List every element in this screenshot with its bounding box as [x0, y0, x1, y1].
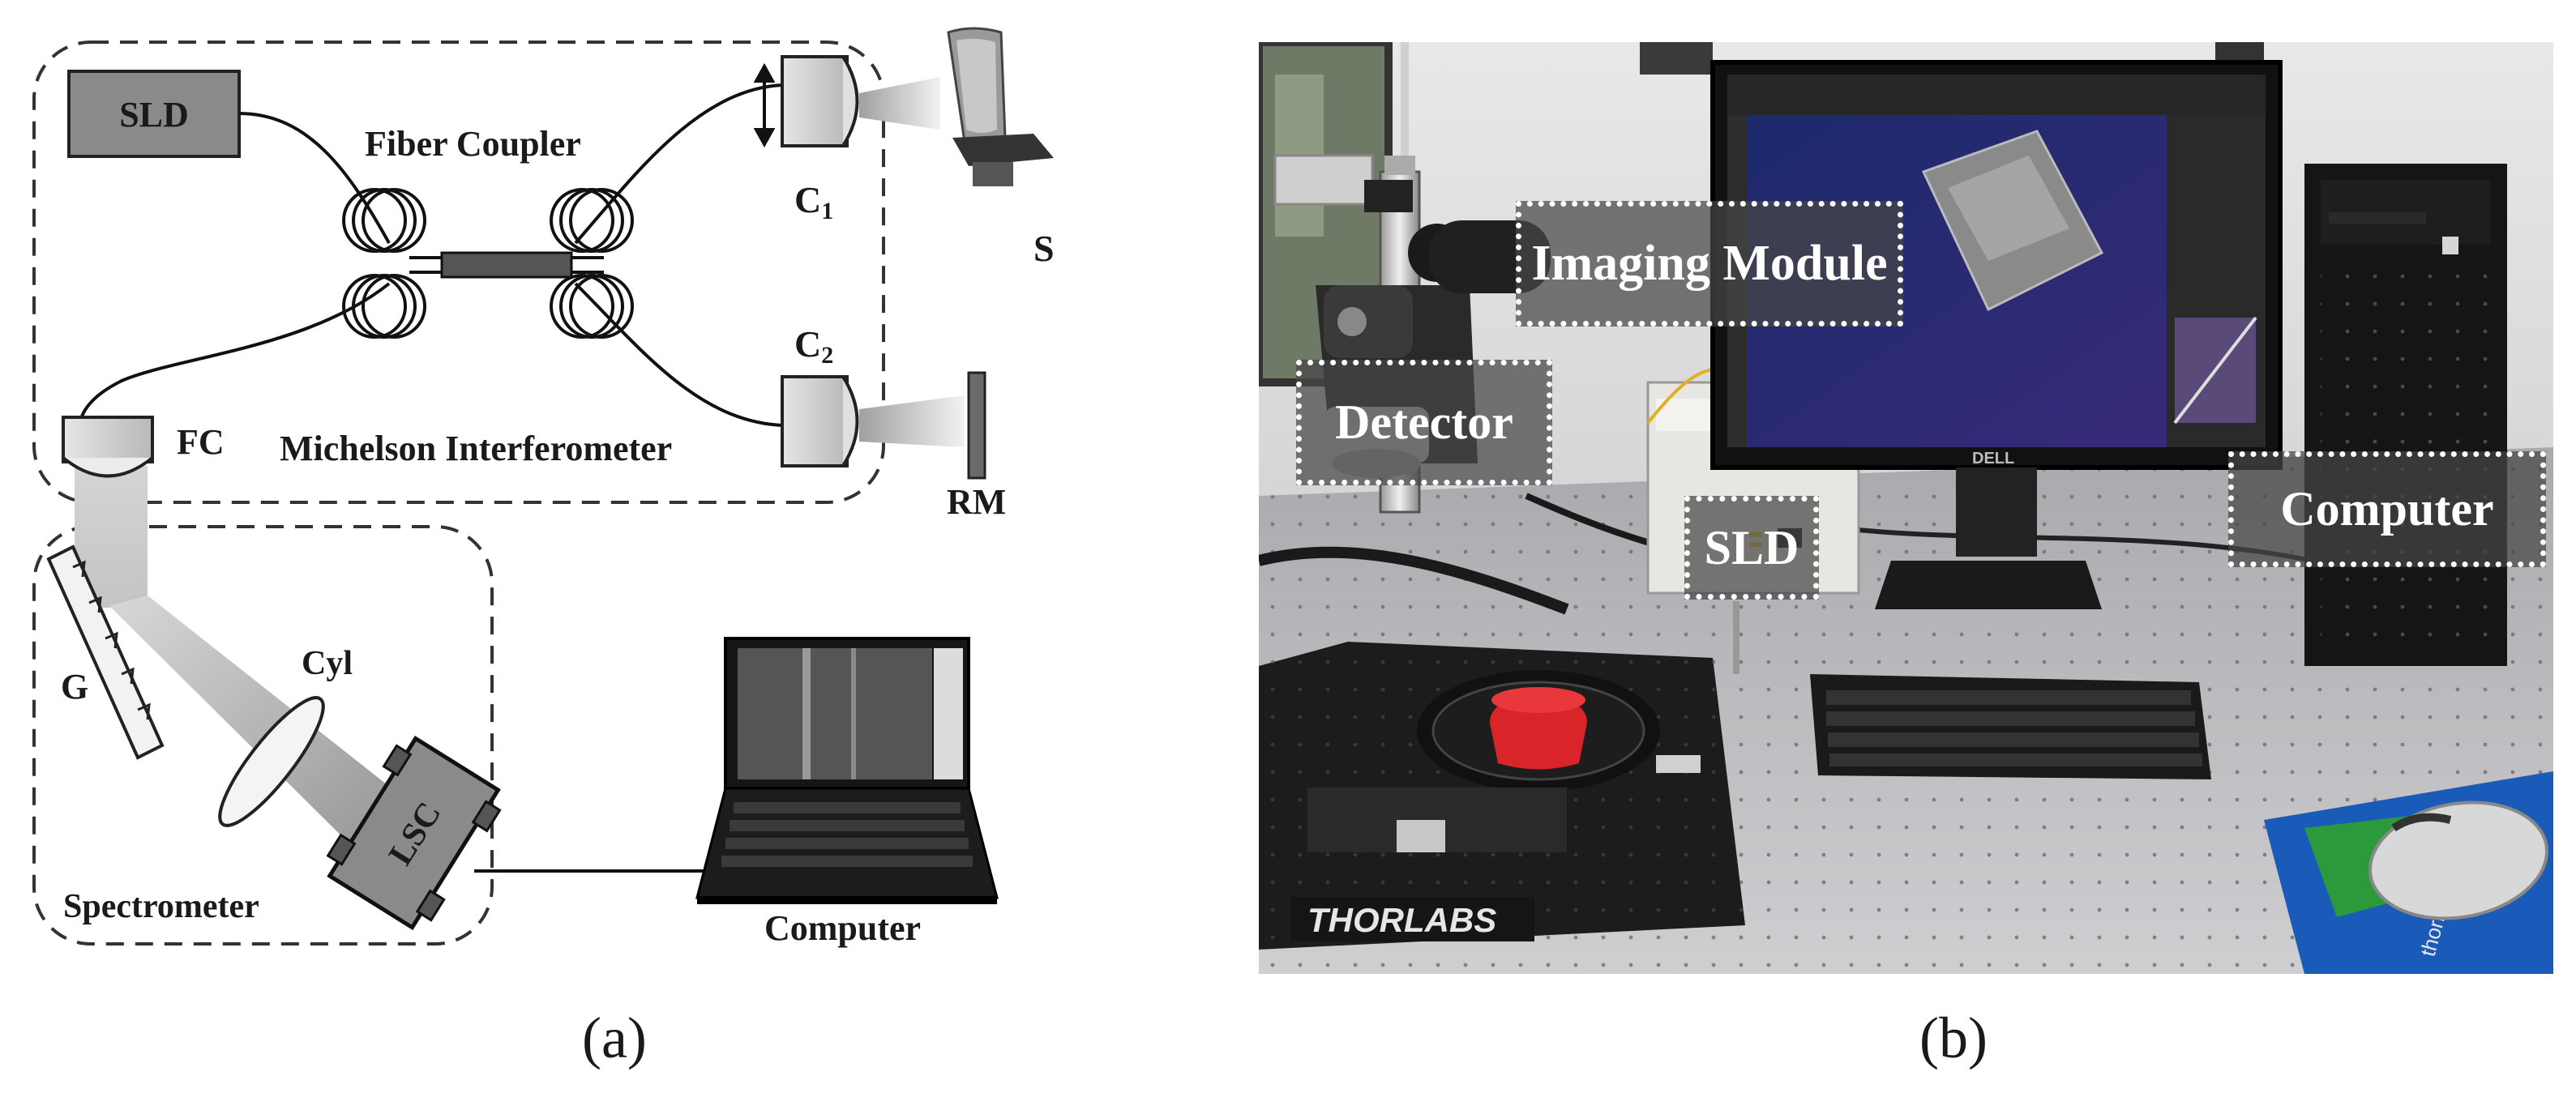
sld-label: SLD [119, 95, 189, 134]
grating-label: G [61, 667, 88, 707]
spectrometer-box [32, 525, 494, 946]
sample-label: S [1033, 228, 1054, 269]
grating [46, 544, 165, 760]
cylindrical-lens [218, 696, 325, 827]
computer-label-b: Computer [2228, 451, 2546, 567]
laptop-computer [695, 637, 999, 904]
setup-photo: THORLABS DELL [1259, 42, 2553, 974]
michelson-box [32, 41, 885, 504]
schematic-diagram: SLD Fiber Coupler [32, 27, 1054, 948]
imaging-module-label: Imaging Module [1516, 201, 1903, 327]
detector-label: Detector [1296, 360, 1552, 485]
sample-blade [947, 27, 1054, 186]
optical-fibers [78, 83, 783, 427]
sld-box [67, 70, 241, 158]
monitor-brand: DELL [1972, 450, 2014, 467]
reference-mirror [967, 371, 986, 480]
reference-beam [859, 395, 965, 447]
fiber-collimator [62, 416, 154, 478]
rm-label: RM [947, 482, 1006, 522]
sld-photo-label: SLD [1684, 496, 1819, 600]
mouse [2368, 800, 2549, 920]
collimator-c1 [781, 55, 859, 147]
scan-arrow-icon [753, 62, 776, 148]
collimator-c2 [781, 375, 859, 467]
line-scan-camera: LSC [326, 735, 502, 931]
michelson-label: Michelson Interferometer [280, 429, 672, 468]
sample-beam [859, 77, 940, 130]
coupler-body [440, 251, 573, 279]
thorlabs-logo: THORLABS [1307, 901, 1496, 939]
fc-label: FC [177, 422, 225, 462]
caption-b: (b) [1919, 1005, 1988, 1070]
spectrometer-label: Spectrometer [63, 888, 259, 925]
computer-label-a: Computer [764, 908, 921, 948]
c1-label: C1 [794, 179, 833, 224]
cyl-label: Cyl [302, 645, 353, 682]
fiber-coupler [342, 188, 634, 339]
red-cap [1490, 694, 1587, 770]
caption-a: (a) [582, 1005, 647, 1070]
c2-label: C2 [794, 323, 833, 369]
fiber-coupler-label: Fiber Coupler [365, 124, 581, 164]
